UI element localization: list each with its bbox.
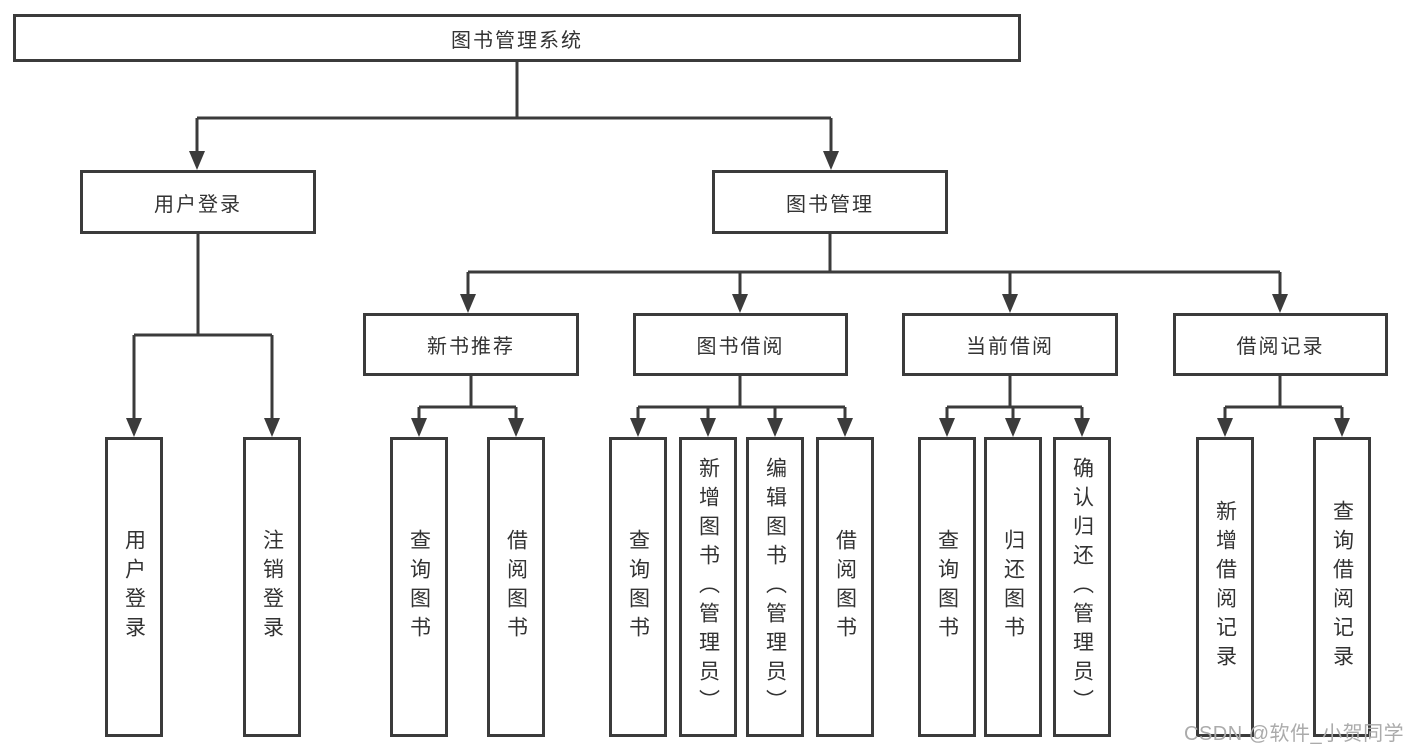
node-current-borrow: 当前借阅 [902,313,1118,376]
node-book-management-label: 图书管理 [786,193,874,216]
leaf-logout-login: 注销登录 [243,437,301,737]
watermark: CSDN @软件_小贺同学 [1184,723,1405,745]
leaf-records-query-record-label: 查询借阅记录 [1330,500,1354,674]
leaf-current-query-books-label: 查询图书 [935,529,959,645]
node-root: 图书管理系统 [13,14,1021,62]
node-user-login: 用户登录 [80,170,316,234]
leaf-logout-login-label: 注销登录 [260,529,284,645]
leaf-newbooks-query-books: 查询图书 [390,437,448,737]
leaf-borrow-query-books-label: 查询图书 [626,529,650,645]
leaf-current-confirm-return-admin-label: 确认归还（管理员） [1070,456,1094,718]
node-new-book-recommend: 新书推荐 [363,313,579,376]
leaf-user-login-label: 用户登录 [122,529,146,645]
leaf-borrow-borrow-books: 借阅图书 [816,437,874,737]
leaf-records-add-record-label: 新增借阅记录 [1213,500,1237,674]
node-book-borrow-label: 图书借阅 [696,336,785,358]
leaf-user-login: 用户登录 [105,437,163,737]
leaf-newbooks-borrow-books-label: 借阅图书 [504,529,528,645]
leaf-records-add-record: 新增借阅记录 [1196,437,1254,737]
leaf-current-return-books-label: 归还图书 [1001,529,1025,645]
leaf-newbooks-query-books-label: 查询图书 [407,529,431,645]
node-book-management: 图书管理 [712,170,948,234]
node-borrow-records: 借阅记录 [1173,313,1388,376]
leaf-current-return-books: 归还图书 [984,437,1042,737]
leaf-current-confirm-return-admin: 确认归还（管理员） [1053,437,1111,737]
leaf-current-query-books: 查询图书 [918,437,976,737]
leaf-borrow-borrow-books-label: 借阅图书 [833,529,857,645]
node-root-label: 图书管理系统 [451,29,583,52]
node-new-book-recommend-label: 新书推荐 [427,336,515,358]
leaf-borrow-edit-books-admin-label: 编辑图书（管理员） [763,456,787,718]
leaf-borrow-add-books-admin: 新增图书（管理员） [679,437,737,737]
node-user-login-label: 用户登录 [154,193,242,216]
leaf-newbooks-borrow-books: 借阅图书 [487,437,545,737]
leaf-borrow-add-books-admin-label: 新增图书（管理员） [696,456,720,718]
leaf-borrow-query-books: 查询图书 [609,437,667,737]
leaf-records-query-record: 查询借阅记录 [1313,437,1371,737]
node-book-borrow: 图书借阅 [633,313,848,376]
node-current-borrow-label: 当前借阅 [966,336,1054,358]
leaf-borrow-edit-books-admin: 编辑图书（管理员） [746,437,804,737]
node-borrow-records-label: 借阅记录 [1236,336,1325,358]
